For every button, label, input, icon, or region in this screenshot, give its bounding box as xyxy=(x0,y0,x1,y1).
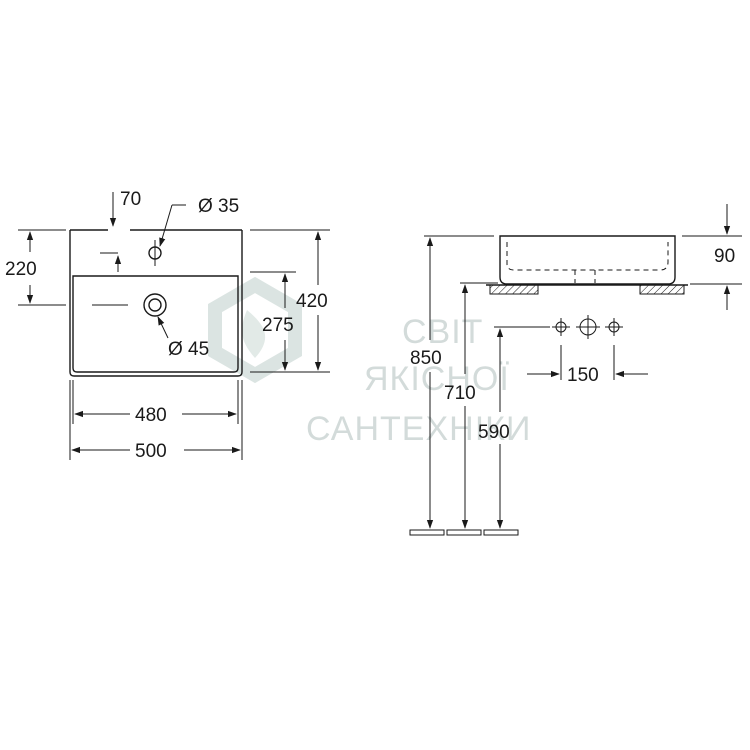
watermark-line-2: ЯКІСНОЇ xyxy=(364,360,510,398)
countertop-hatch-right xyxy=(639,284,685,295)
watermark: СВІТ ЯКІСНОЇ САНТЕХНІКИ xyxy=(208,276,531,448)
dim-45-label: Ø 45 xyxy=(168,339,209,360)
basin-outer-outline xyxy=(69,230,243,377)
dim-480-label: 480 xyxy=(135,405,167,426)
dim-275-label: 275 xyxy=(262,315,294,336)
watermark-line-3: САНТЕХНІКИ xyxy=(306,410,531,448)
drop-shield-logo-icon xyxy=(208,276,302,384)
drain-outer-circle xyxy=(143,293,167,317)
floor-plate-710 xyxy=(446,529,482,536)
valve-left-icon xyxy=(552,318,570,336)
basin-side-inner-dashed xyxy=(506,242,669,271)
dim-500-label: 500 xyxy=(135,441,167,462)
dim-850-label: 850 xyxy=(410,348,442,369)
floor-plate-590 xyxy=(483,529,519,536)
dim-35-label: Ø 35 xyxy=(198,196,239,217)
front-view: 70 Ø 35 220 275 420 Ø 45 480 xyxy=(5,189,330,462)
countertop-hatch-left xyxy=(489,284,539,295)
basin-side-outline xyxy=(499,235,676,285)
floor-plate-850 xyxy=(409,529,445,536)
dim-590-label: 590 xyxy=(478,422,510,443)
dim-150-label: 150 xyxy=(567,365,599,386)
valve-right-icon xyxy=(605,318,623,336)
valve-center-icon xyxy=(576,315,600,339)
dim-45-leader xyxy=(157,316,169,339)
dim-70-label: 70 xyxy=(120,189,141,210)
dim-35-leader-diag xyxy=(159,204,173,247)
dim-220-label: 220 xyxy=(5,259,37,280)
side-view: 90 850 710 590 xyxy=(409,204,742,536)
basin-inner-outline xyxy=(72,275,239,373)
dim-90-label: 90 xyxy=(714,246,735,267)
drain-inner-circle xyxy=(148,298,162,312)
dim-710-label: 710 xyxy=(444,383,476,404)
dim-420-label: 420 xyxy=(296,291,328,312)
watermark-line-1: СВІТ xyxy=(402,313,483,351)
